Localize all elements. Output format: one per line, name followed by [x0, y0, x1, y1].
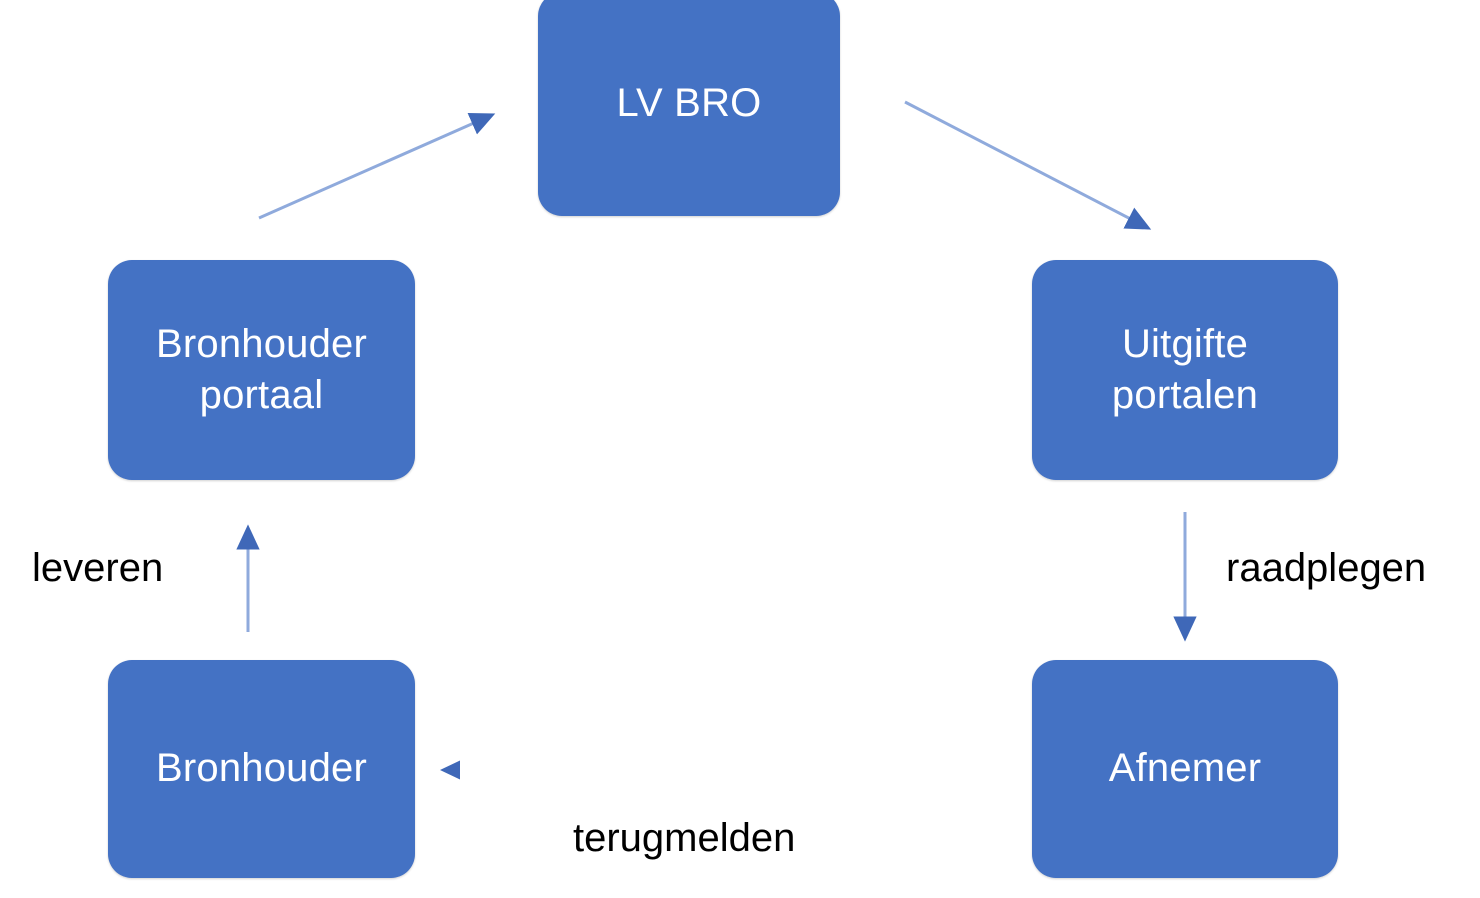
edge-label-terugmelden: terugmelden: [573, 816, 796, 860]
node-lv-bro-label: LV BRO: [616, 81, 762, 126]
node-bronhouder[interactable]: Bronhouder: [108, 660, 415, 878]
edge-label-raadplegen: raadplegen: [1226, 546, 1427, 590]
node-bronhouder-label: Bronhouder: [155, 746, 368, 791]
edge-afnemer-to-bronhouder: [440, 760, 1005, 780]
node-afnemer-label: Afnemer: [1108, 746, 1262, 791]
edge-lv-bro-to-uitgifte-portalen: [904, 100, 1152, 230]
edge-bronhouder-portaal-to-lv-bro: [258, 113, 496, 220]
node-uitgifte-portalen-label: Uitgifte portalen: [1111, 321, 1259, 417]
node-bronhouder-portaal-label: Bronhouder portaal: [155, 321, 368, 417]
node-lv-bro[interactable]: LV BRO: [538, 0, 840, 216]
node-bronhouder-portaal[interactable]: Bronhouder portaal: [108, 260, 415, 480]
node-uitgifte-portalen[interactable]: Uitgifte portalen: [1032, 260, 1338, 480]
edge-label-leveren: leveren: [32, 546, 164, 590]
node-afnemer[interactable]: Afnemer: [1032, 660, 1338, 878]
